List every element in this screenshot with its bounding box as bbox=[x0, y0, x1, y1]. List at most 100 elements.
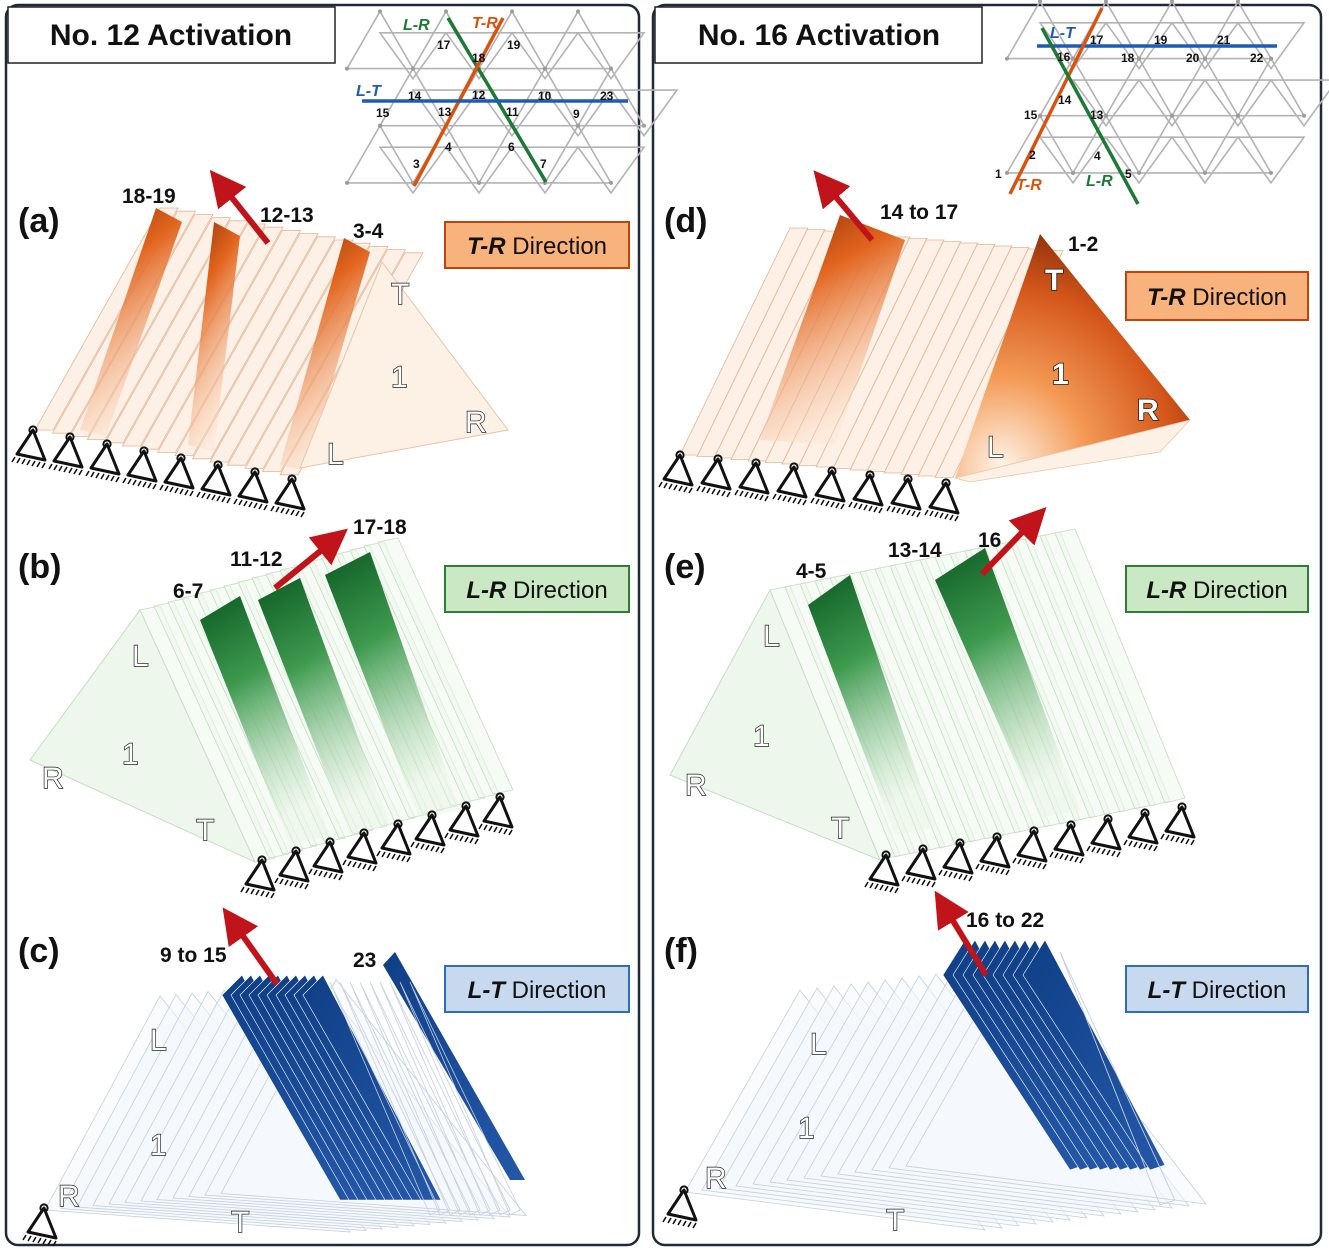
face-letter-r: R bbox=[465, 406, 487, 439]
lattice-triangle bbox=[378, 146, 448, 195]
face-letter-1: 1 bbox=[122, 738, 139, 771]
lattice-node bbox=[1203, 56, 1207, 61]
lattice-triangle bbox=[477, 9, 547, 70]
lattice-node bbox=[1236, 0, 1240, 4]
lattice-left-num: 11 bbox=[506, 105, 519, 119]
panel-sheet bbox=[379, 981, 491, 1216]
svg-text:L-R Direction: L-R Direction bbox=[466, 577, 607, 604]
lr-axis-label-right: L-R bbox=[1086, 173, 1113, 190]
direction-box-a: T-R Direction bbox=[444, 221, 630, 269]
lattice-triangle bbox=[1269, 79, 1329, 128]
lattice-right-numbers: 16 17 19 21 18 20 22 14 15 13 2 4 1 5 bbox=[995, 33, 1264, 181]
lattice-left-num: 14 bbox=[408, 89, 422, 103]
panel-sheet bbox=[883, 245, 1013, 474]
lattice-triangle bbox=[576, 66, 646, 127]
active-panel bbox=[935, 548, 1080, 818]
direction-name: T-R bbox=[467, 233, 506, 260]
lattice-triangle bbox=[510, 32, 580, 80]
direction-box-c: L-T Direction bbox=[444, 965, 630, 1013]
subfig-label-f: (f) bbox=[664, 932, 698, 970]
lattice-triangle bbox=[1005, 114, 1075, 174]
active-panel bbox=[325, 552, 460, 820]
direction-box-bg bbox=[444, 221, 630, 269]
lattice-node bbox=[1104, 113, 1108, 118]
right-title-box bbox=[654, 6, 983, 64]
lattice-triangle bbox=[1071, 79, 1141, 128]
face-letter-r: R bbox=[705, 1162, 727, 1195]
panel-sheet bbox=[954, 419, 1192, 483]
direction-suffix: Direction bbox=[506, 233, 607, 260]
lattice-right-num: 19 bbox=[1154, 33, 1168, 47]
direction-suffix: Direction bbox=[1186, 577, 1287, 604]
direction-box-e: L-R Direction bbox=[1125, 565, 1309, 613]
panel-sheet bbox=[815, 239, 945, 468]
annotation-e-2: 13-14 bbox=[888, 539, 942, 562]
face-letter-l: L bbox=[150, 1024, 167, 1057]
lattice-triangle bbox=[444, 146, 514, 195]
lattice-left-num: 9 bbox=[573, 107, 580, 121]
annotation-b-2: 11-12 bbox=[230, 548, 283, 571]
lattice-left-num: 10 bbox=[538, 89, 552, 103]
direction-box-f: L-T Direction bbox=[1125, 965, 1309, 1013]
activation-arrow-d bbox=[813, 170, 875, 242]
panel-sheet bbox=[389, 981, 501, 1216]
svg-text:T-R Direction: T-R Direction bbox=[467, 233, 607, 260]
lattice-triangle bbox=[477, 89, 547, 138]
svg-text:L-T Direction: L-T Direction bbox=[1148, 977, 1287, 1004]
direction-box-bg bbox=[444, 965, 630, 1013]
activation-arrow-e bbox=[979, 507, 1047, 577]
lattice-right-num: 21 bbox=[1217, 33, 1231, 47]
face-letter-1: 1 bbox=[798, 1112, 815, 1145]
subfig-label-d: (d) bbox=[664, 202, 707, 240]
face-letter-l: L bbox=[327, 438, 344, 471]
direction-box-bg bbox=[1125, 565, 1309, 613]
panel-sheet bbox=[191, 236, 337, 460]
annotation-d-1: 14 to 17 bbox=[880, 201, 958, 224]
face-letter-l: L bbox=[132, 640, 149, 673]
active-panel bbox=[200, 596, 330, 845]
panel-sheet bbox=[359, 981, 471, 1216]
panel-stack-d bbox=[679, 215, 1192, 483]
lattice-triangle bbox=[543, 9, 613, 70]
lattice-triangle bbox=[1170, 56, 1240, 117]
lattice-triangle bbox=[1203, 0, 1273, 60]
annotation-c-1: 9 to 15 bbox=[160, 944, 227, 967]
panel-sheet bbox=[156, 229, 302, 453]
lattice-left-num: 17 bbox=[437, 38, 451, 52]
lattice-node bbox=[345, 180, 349, 185]
lattice-node bbox=[642, 123, 646, 128]
annotation-a-3: 3-4 bbox=[353, 220, 384, 243]
lattice-triangle bbox=[510, 66, 580, 127]
panel-stack-f bbox=[684, 939, 1207, 1231]
direction-box-b: L-R Direction bbox=[444, 565, 630, 613]
lattice-triangle bbox=[1038, 136, 1108, 185]
face-letter-t: T bbox=[831, 812, 849, 845]
lattice-triangle bbox=[576, 146, 646, 195]
activation-arrow-a bbox=[209, 169, 271, 245]
lattice-right-num: 20 bbox=[1186, 51, 1200, 65]
panel-sheet bbox=[339, 981, 451, 1216]
lattice-node bbox=[1203, 170, 1207, 175]
svg-text:T-R Direction: T-R Direction bbox=[1147, 284, 1287, 311]
face-letter-1: 1 bbox=[150, 1129, 167, 1162]
lattice-node bbox=[477, 180, 481, 185]
lattice-node bbox=[576, 9, 580, 14]
lattice-left-num: 15 bbox=[376, 106, 390, 120]
direction-name: L-T bbox=[1148, 977, 1188, 1004]
panel-sheet bbox=[409, 981, 521, 1216]
lr-axis-line-right bbox=[1040, 27, 1140, 205]
direction-name: L-R bbox=[466, 577, 507, 604]
lattice-triangle bbox=[1005, 0, 1075, 60]
panel-sheet bbox=[209, 239, 354, 463]
tr-axis-label-left: T-R bbox=[472, 15, 498, 32]
lattice-triangle bbox=[345, 9, 415, 70]
lattice-right-num: 15 bbox=[1024, 108, 1038, 122]
active-panel bbox=[258, 578, 390, 835]
panel-sheet bbox=[399, 981, 511, 1216]
face-letter-r: R bbox=[685, 769, 707, 802]
direction-suffix: Direction bbox=[506, 577, 607, 604]
lattice-node bbox=[1005, 170, 1009, 175]
active-panel bbox=[808, 575, 935, 835]
annotation-e-1: 4-5 bbox=[796, 560, 827, 583]
face-letter-l: L bbox=[763, 620, 780, 653]
